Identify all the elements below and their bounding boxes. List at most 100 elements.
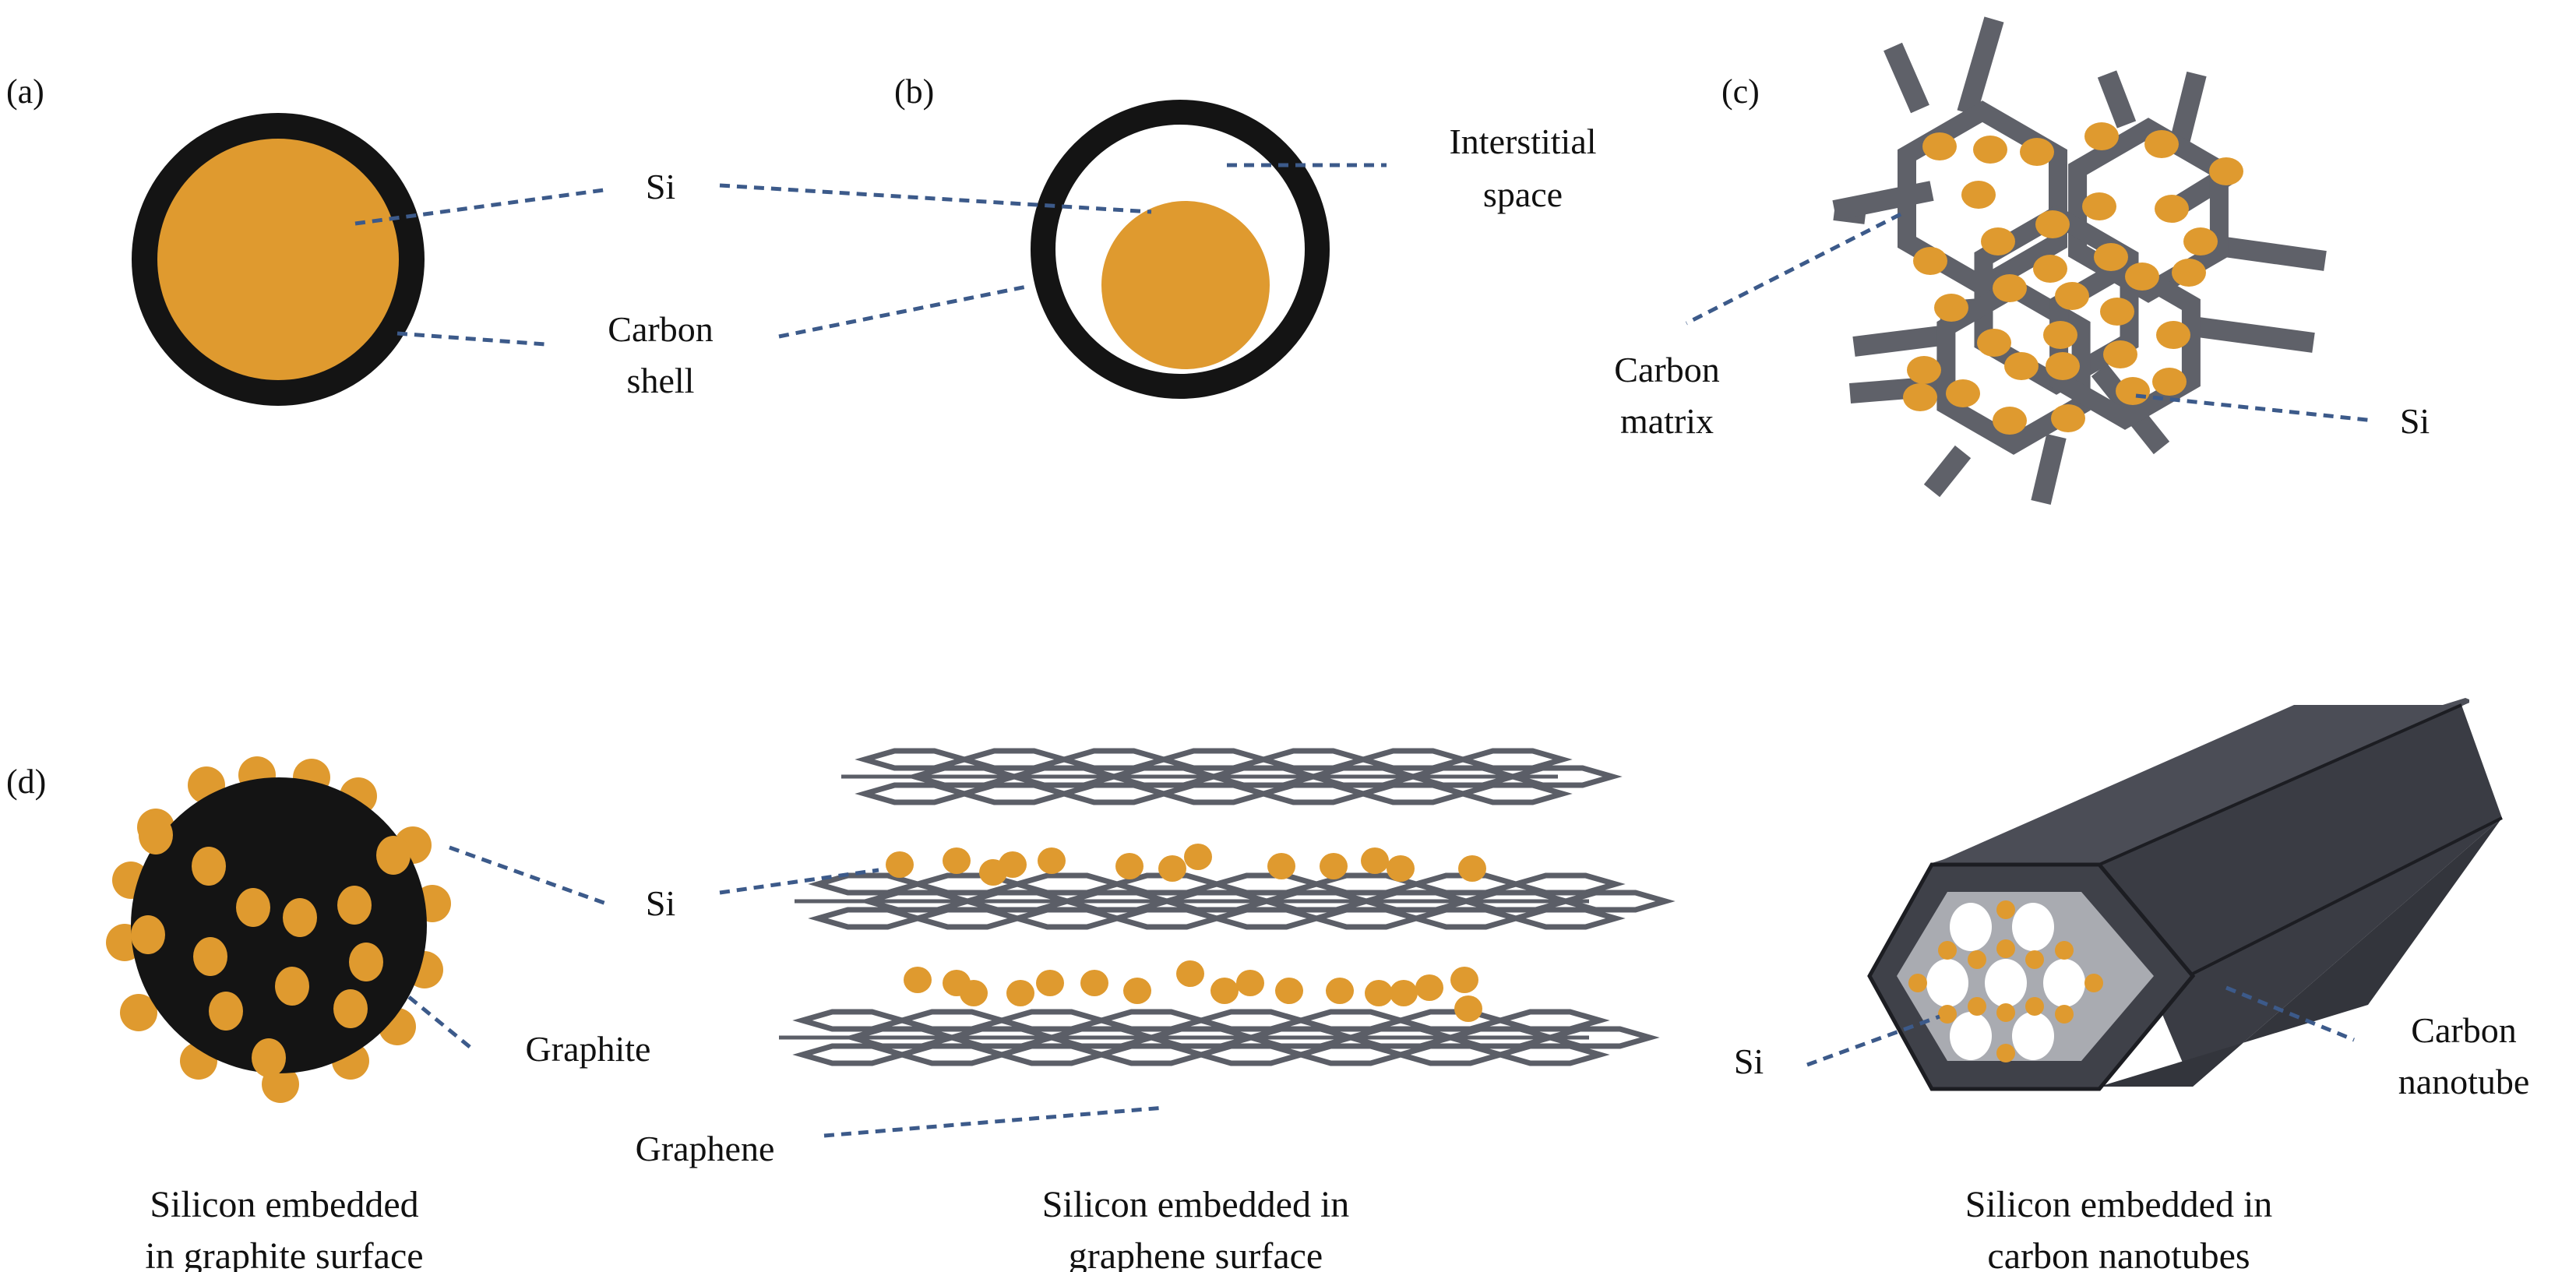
- caption-cnt-1: Silicon embedded in: [1965, 1184, 2273, 1225]
- leader-si-c: [2135, 393, 2375, 423]
- panel-label-d: (d): [6, 763, 46, 801]
- silicon-particle-3: [2084, 122, 2119, 150]
- silicon-on-graphene-24: [1326, 978, 1354, 1004]
- silicon-in-nanotube-0: [1938, 941, 1957, 960]
- graphene-cell-1-21: [1506, 872, 1626, 896]
- silicon-on-graphene-18: [1080, 970, 1108, 996]
- caption-graphite-2: in graphite surface: [145, 1235, 423, 1272]
- graphene-cell-2-20: [1390, 1043, 1510, 1066]
- silicon-particle-19: [2172, 259, 2206, 287]
- silicon-dot-10: [209, 992, 243, 1031]
- leader-si-d: [449, 845, 607, 906]
- silicon-particle-24: [2156, 321, 2190, 349]
- silicon-particle-16: [1993, 274, 2027, 302]
- silicon-particle-21: [1977, 329, 2011, 357]
- silicon-in-nanotube-2: [2055, 941, 2074, 960]
- graphene-cell-2-21: [1490, 1009, 1610, 1032]
- silicon-dot-6: [131, 915, 165, 954]
- nanotube-pore-2: [1926, 959, 1968, 1007]
- silicon-on-graphene-13: [904, 967, 932, 993]
- silicon-in-nanotube-6: [1996, 1003, 2015, 1022]
- silicon-dot-7: [193, 937, 227, 976]
- silicon-particle-33: [1993, 407, 2027, 435]
- graphene-cell-2-22: [1540, 1026, 1660, 1049]
- label-carbon-shell-1: Carbon: [608, 309, 713, 349]
- silicon-on-graphene-9: [1320, 853, 1348, 879]
- graphene-cell-2-2: [792, 1043, 912, 1066]
- nanotube-pores: [1908, 900, 2103, 1062]
- label-interstitial-1: Interstitial: [1449, 122, 1596, 161]
- carbon-shell-hollow: [1031, 100, 1330, 399]
- silicon-particle-5: [2209, 157, 2243, 185]
- panel-label-c: (c): [1721, 72, 1760, 111]
- caption-cnt-2: carbon nanotubes: [1987, 1235, 2250, 1272]
- silicon-on-graphene-29: [1454, 995, 1482, 1022]
- silicon-in-nanotube-1: [1996, 939, 2015, 958]
- label-graphite: Graphite: [526, 1029, 651, 1069]
- matrix-strut-7: [2197, 317, 2315, 353]
- silicon-dot-4: [337, 886, 372, 925]
- matrix-strut-12: [2031, 434, 2067, 505]
- graphene-cell-2-23: [1490, 1043, 1610, 1066]
- silicon-on-graphene-15: [960, 980, 988, 1006]
- silicon-in-nanotube-10: [1908, 974, 1927, 992]
- core-shell-particle-icon: [132, 113, 425, 406]
- silicon-in-nanotube-8: [1968, 997, 1986, 1016]
- caption-graphite-1: Silicon embedded: [150, 1184, 418, 1225]
- matrix-strut-9: [1852, 325, 1949, 357]
- label-interstitial-2: space: [1483, 174, 1563, 214]
- silicon-in-nanotube-12: [1996, 900, 2015, 919]
- silicon-particle-9: [2155, 195, 2189, 223]
- silicon-particle-31: [2152, 368, 2187, 396]
- silicon-particle-13: [2094, 243, 2128, 271]
- silicon-on-graphene-16: [1006, 980, 1034, 1006]
- silicon-yolk: [1101, 201, 1270, 369]
- silicon-particle-23: [2100, 298, 2134, 326]
- caption-graphene-1: Silicon embedded in: [1042, 1184, 1350, 1225]
- graphene-cell-1-20: [1406, 907, 1526, 930]
- silicon-on-graphene-25: [1365, 980, 1393, 1006]
- silicon-particle-8: [2082, 192, 2116, 220]
- nanotube-pore-1: [2012, 903, 2054, 951]
- nanotube-body-right: [2099, 705, 2502, 1087]
- panel-c: (c) Carbon matrix Si: [1614, 16, 2430, 505]
- label-si-d: Si: [646, 883, 675, 923]
- silicon-particle-0: [1922, 132, 1957, 160]
- silicon-particle-26: [1946, 379, 1980, 407]
- graphene-cell-1-14: [1207, 907, 1327, 930]
- silicon-in-nanotube-11: [2084, 974, 2103, 992]
- nanotube-pore-3: [1985, 959, 2027, 1007]
- silicon-on-graphene-12: [1458, 855, 1486, 882]
- nanotube-pore-4: [2043, 959, 2085, 1007]
- graphene-cell-0-14: [1253, 782, 1373, 805]
- label-carbon-matrix-2: matrix: [1620, 401, 1714, 441]
- silicon-in-nanotube-4: [2025, 950, 2044, 969]
- silicon-in-nanotube-13: [1996, 1044, 2015, 1062]
- silicon-dot-5: [376, 836, 411, 875]
- silicon-particle-28: [2046, 352, 2080, 380]
- silicon-on-graphene-8: [1267, 853, 1295, 879]
- panel-d: (d) Si Graphite Graphene Si Ca: [6, 698, 2529, 1272]
- graphene-cell-0-20: [1453, 782, 1573, 805]
- graphene-cell-0-17: [1353, 782, 1473, 805]
- graphene-cell-1-2: [808, 907, 928, 930]
- matrix-strut-1: [1957, 16, 2004, 116]
- leader-si-b: [719, 183, 1152, 214]
- matrix-strut-0: [1884, 42, 1929, 114]
- silicon-particle-4: [2144, 130, 2179, 158]
- graphite-sphere-icon: [106, 756, 451, 1103]
- matrix-hexagon-3: [1936, 277, 2091, 455]
- silicon-particle-27: [2004, 352, 2039, 380]
- graphene-cell-1-17: [1306, 907, 1426, 930]
- graphene-cell-0-11: [1154, 782, 1274, 805]
- silicon-particle-12: [2033, 255, 2067, 283]
- silicon-dot-2: [236, 888, 270, 927]
- silicon-particle-22: [2043, 321, 2077, 349]
- silicon-particle-18: [2125, 263, 2159, 291]
- silicon-dot-1: [192, 847, 226, 886]
- silicon-particle-14: [2183, 227, 2218, 255]
- leader-si-a: [354, 188, 604, 226]
- silicon-on-graphene-22: [1236, 970, 1264, 996]
- silicon-dot-3: [283, 898, 317, 937]
